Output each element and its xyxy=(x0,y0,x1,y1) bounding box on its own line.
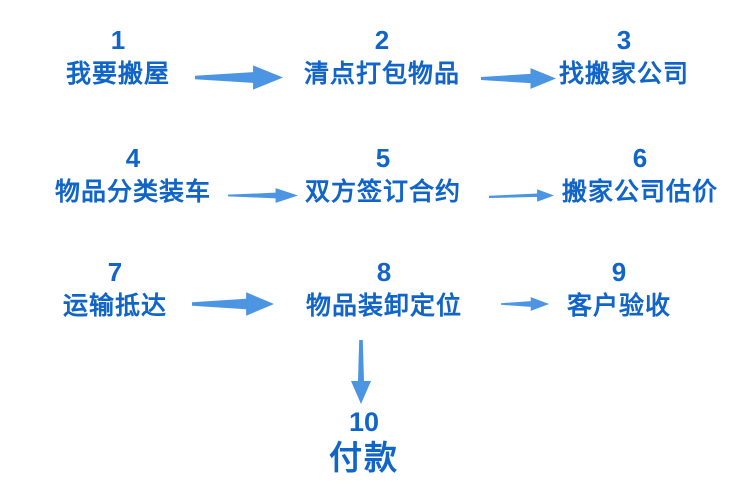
step-number: 1 xyxy=(110,25,126,55)
step-9: 9 客户验收 xyxy=(519,258,719,321)
step-1: 1 我要搬屋 xyxy=(18,26,218,89)
step-10: 10 付款 xyxy=(264,408,464,476)
step-label: 我要搬屋 xyxy=(65,60,170,88)
step-7: 7 运输抵达 xyxy=(15,258,215,321)
step-label: 客户验收 xyxy=(566,292,671,320)
step-number: 7 xyxy=(107,257,123,287)
step-label: 搬家公司估价 xyxy=(561,178,718,206)
arrow-down-icon xyxy=(351,340,371,404)
step-label: 找搬家公司 xyxy=(558,60,689,88)
step-label: 物品装卸定位 xyxy=(305,292,462,320)
step-label: 付款 xyxy=(329,439,399,476)
step-number: 8 xyxy=(376,257,392,287)
step-number: 10 xyxy=(348,407,380,437)
step-number: 2 xyxy=(374,25,390,55)
step-label: 清点打包物品 xyxy=(303,60,460,88)
step-3: 3 找搬家公司 xyxy=(524,26,724,89)
step-8: 8 物品装卸定位 xyxy=(284,258,484,321)
step-number: 3 xyxy=(616,25,632,55)
step-number: 5 xyxy=(375,143,391,173)
arrow-right-icon xyxy=(195,65,283,90)
arrow-right-icon xyxy=(192,292,274,316)
step-label: 双方签订合约 xyxy=(304,178,461,206)
step-number: 9 xyxy=(611,257,627,287)
arrow-right-icon xyxy=(501,297,549,311)
step-2: 2 清点打包物品 xyxy=(282,26,482,89)
step-label: 运输抵达 xyxy=(62,292,167,320)
arrow-right-icon xyxy=(228,188,298,203)
step-5: 5 双方签订合约 xyxy=(283,144,483,207)
step-number: 4 xyxy=(125,143,141,173)
step-number: 6 xyxy=(632,143,648,173)
arrow-right-icon xyxy=(489,189,554,202)
step-label: 物品分类装车 xyxy=(54,178,211,206)
step-6: 6 搬家公司估价 xyxy=(540,144,740,207)
arrow-right-icon xyxy=(481,68,556,89)
step-4: 4 物品分类装车 xyxy=(33,144,233,207)
